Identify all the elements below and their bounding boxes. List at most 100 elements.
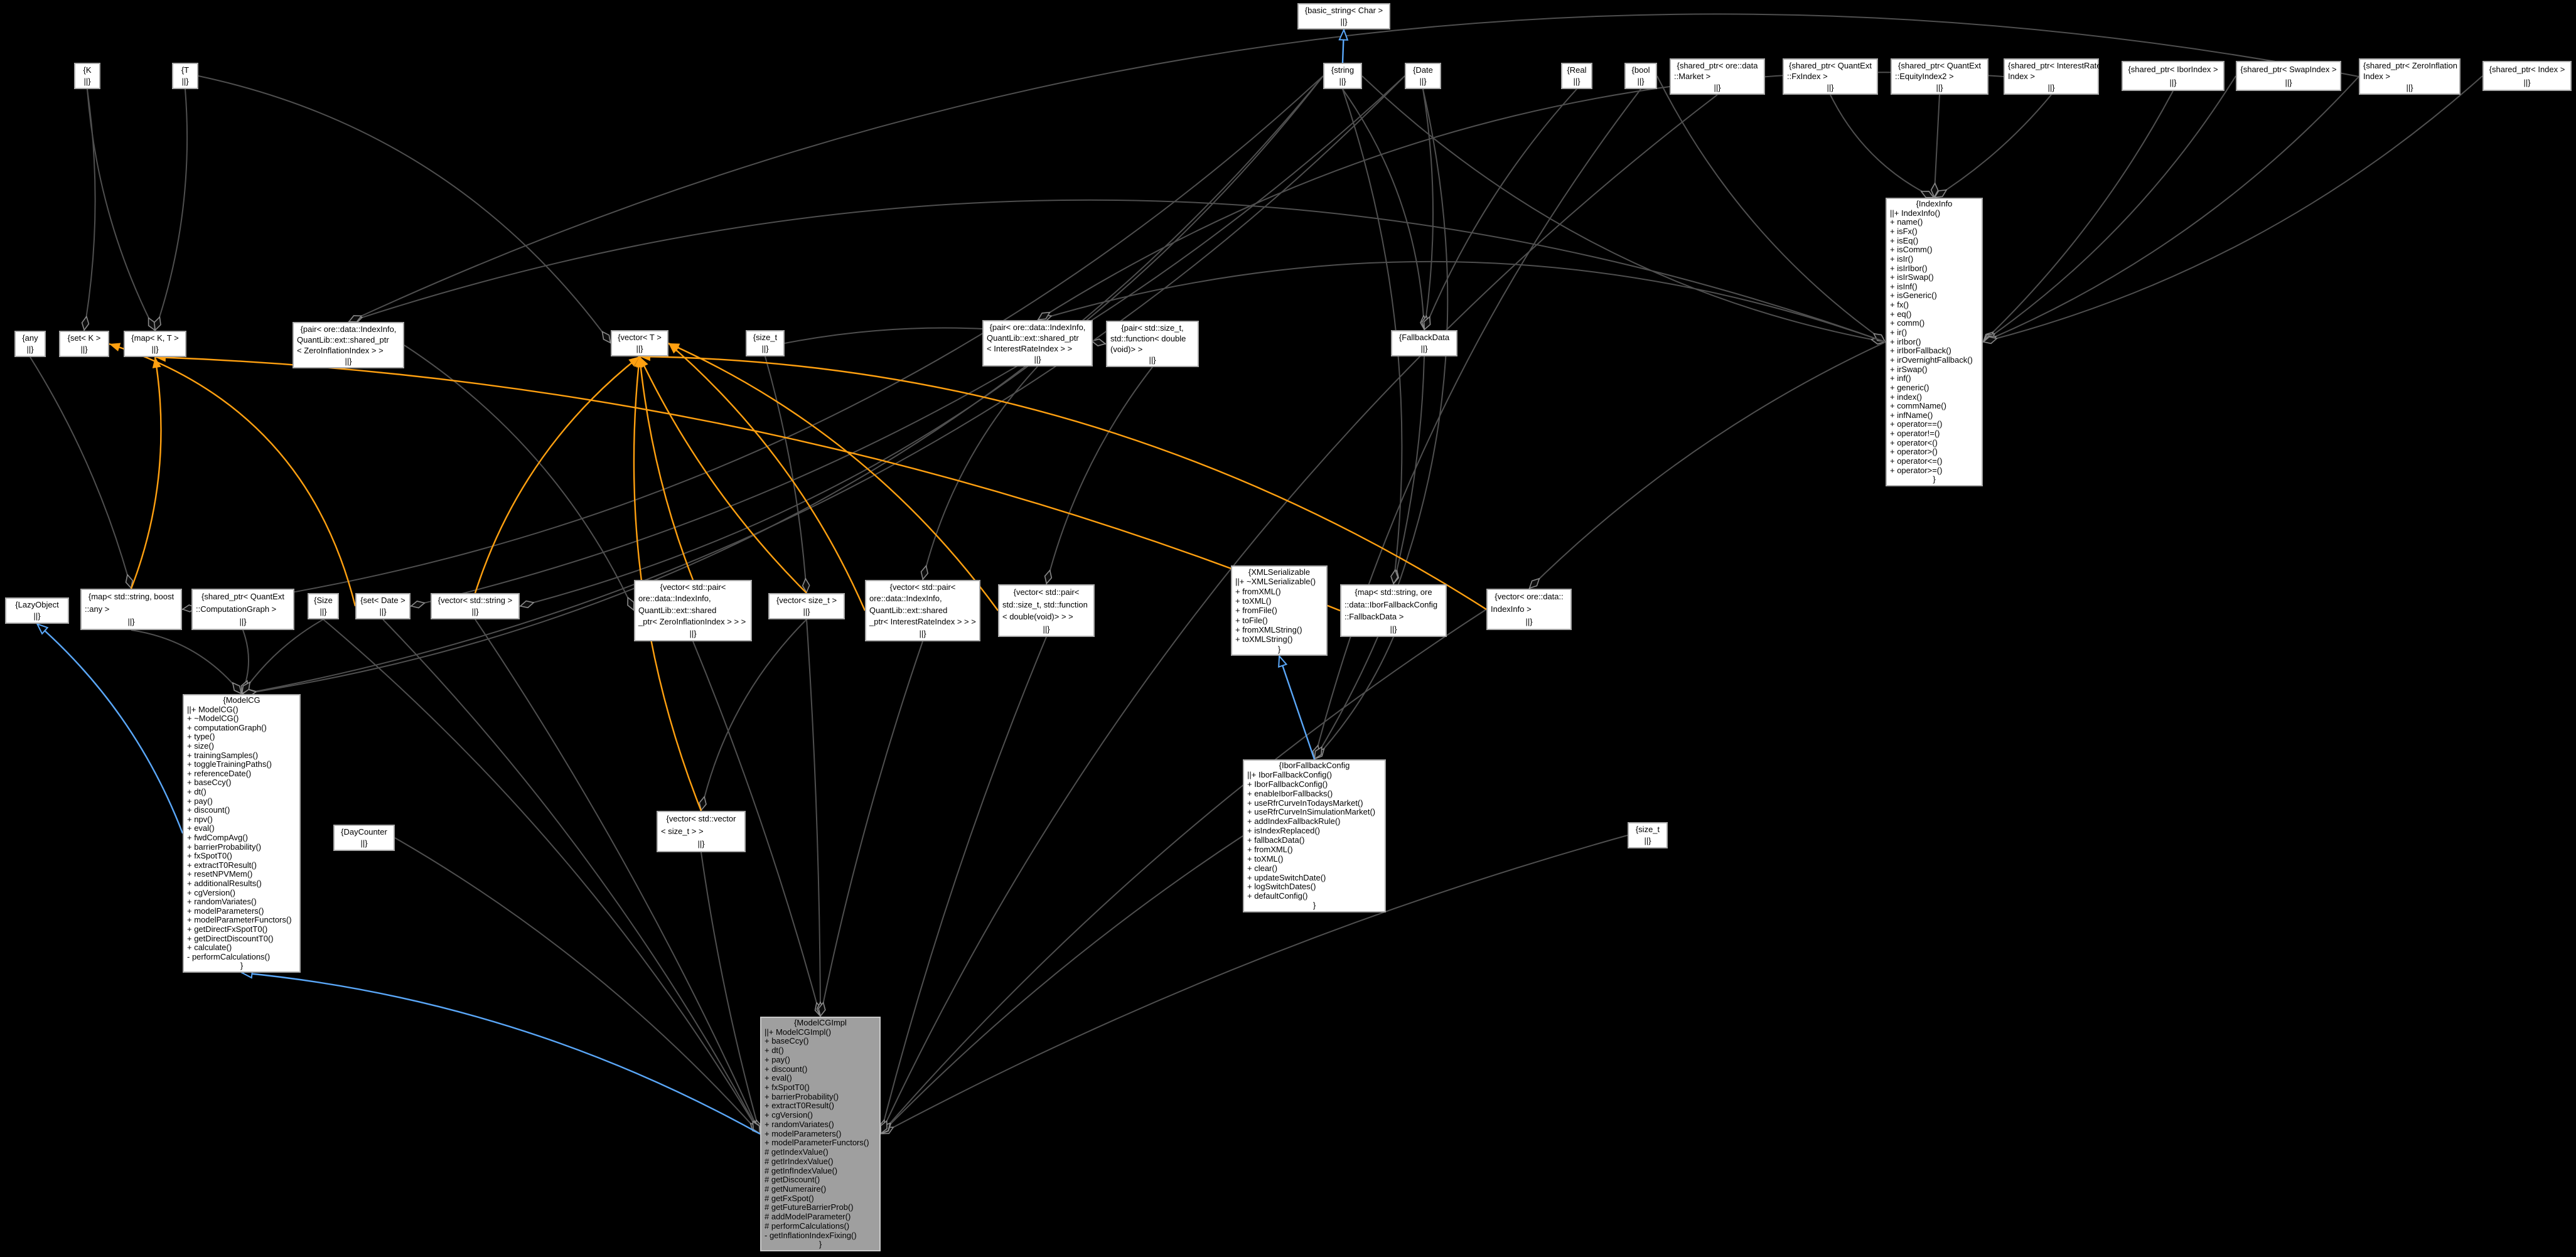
class-member: + fwdCompAvg() — [187, 833, 248, 842]
class-member: + name() — [1890, 217, 1923, 227]
class-node-size[interactable]: {Size||} — [308, 593, 339, 619]
class-member: ||} — [697, 839, 705, 848]
class-node-bool[interactable]: {bool||} — [1624, 63, 1657, 89]
class-node-xmlserializable[interactable]: {XMLSerializable||+ ~XMLSerializable()+ … — [1231, 565, 1328, 656]
class-node-vector_pair_ir[interactable]: {vector< std::pair<ore::data::IndexInfo,… — [865, 580, 980, 641]
edge-use-string-to-map_string_any — [182, 75, 1324, 609]
class-node-fallbackdata[interactable]: {FallbackData||} — [1391, 330, 1457, 356]
class-member: + npv() — [187, 814, 213, 824]
class-node-sp_swapindex[interactable]: {shared_ptr< SwapIndex >||} — [2236, 61, 2341, 91]
class-member: ||} — [1390, 624, 1397, 634]
class-title: {IndexInfo — [1916, 199, 1953, 209]
class-node-vector_size_t[interactable]: {vector< size_t >||} — [768, 593, 845, 619]
edge-use-size_t_br-to-modelcgimpl — [881, 835, 1628, 1135]
class-title: {vector< std::pair< — [660, 582, 726, 592]
class-member: + discount() — [765, 1064, 808, 1074]
class-node-k[interactable]: {K||} — [74, 63, 100, 89]
class-node-t[interactable]: {T||} — [172, 63, 198, 89]
edge-template-vector_pair_fn-to-vector_t — [668, 342, 999, 611]
class-member: + index() — [1890, 392, 1922, 402]
class-member: ||+ ~XMLSerializable() — [1235, 577, 1316, 587]
class-node-map_string_fallback[interactable]: {map< std::string, ore::data::IborFallba… — [1340, 584, 1447, 637]
class-node-sp_market[interactable]: {shared_ptr< ore::data::Market >||} — [1670, 58, 1765, 95]
class-node-sp_index[interactable]: {shared_ptr< Index >||} — [2482, 61, 2572, 91]
class-node-map_kt[interactable]: {map< K, T >||} — [124, 331, 186, 357]
class-member: + trainingSamples() — [187, 750, 259, 760]
class-member: + fromXML() — [1247, 844, 1293, 854]
class-node-modelcg[interactable]: {ModelCG||+ ModelCG()+ ~ModelCG()+ compu… — [183, 694, 301, 973]
class-node-sp_equityindex2[interactable]: {shared_ptr< QuantExt::EquityIndex2 >||} — [1891, 58, 1988, 95]
class-member: + operator<=() — [1890, 456, 1943, 466]
class-member: + clear() — [1247, 863, 1278, 873]
class-node-real[interactable]: {Real||} — [1561, 63, 1592, 89]
class-node-sp_iborindex[interactable]: {shared_ptr< IborIndex >||} — [2122, 61, 2224, 91]
class-member: ||} — [319, 607, 327, 616]
class-title: {size_t — [1635, 825, 1660, 834]
class-member: < double(void)> > > — [1002, 612, 1073, 621]
class-node-modelcgimpl[interactable]: {ModelCGImpl||+ ModelCGImpl()+ baseCcy()… — [760, 1017, 881, 1251]
edge-use-sp_iborindex-to-indexinfo — [1982, 90, 2174, 343]
edge-use-string-to-modelcg — [242, 75, 1324, 694]
class-node-iborfallbackconfig[interactable]: {IborFallbackConfig||+ IborFallbackConfi… — [1243, 759, 1386, 912]
class-node-vector_indexinfo[interactable]: {vector< ore::data::IndexInfo >||} — [1486, 589, 1572, 630]
class-node-date[interactable]: {Date ||} — [1405, 63, 1441, 89]
class-node-vector_vector_size_t[interactable]: {vector< std::vector< size_t > >||} — [657, 811, 746, 852]
class-node-vector_pair_fn[interactable]: {vector< std::pair<std::size_t, std::fun… — [998, 584, 1095, 637]
edge-use-vector_size_t-to-modelcgimpl — [806, 619, 820, 1017]
class-node-pair_zi[interactable]: {pair< ore::data::IndexInfo,QuantLib::ex… — [292, 322, 404, 368]
edge-use-vector_indexinfo-to-modelcgimpl — [880, 609, 1487, 1135]
class-node-basic_string[interactable]: {basic_string< Char >||} — [1297, 3, 1390, 29]
class-member: # getIrIndexValue() — [765, 1156, 834, 1166]
class-node-vector_t[interactable]: {vector< T >||} — [611, 330, 668, 356]
class-node-pair_fn[interactable]: {pair< std::size_t,std::function< double… — [1106, 321, 1199, 367]
class-member: + type() — [187, 732, 215, 742]
class-node-vector_string[interactable]: {vector< std::string >||} — [431, 593, 520, 619]
class-node-size_t_br[interactable]: {size_t||} — [1628, 822, 1668, 848]
class-member: + randomVariates() — [187, 897, 257, 907]
class-member: + addIndexFallbackRule() — [1247, 816, 1341, 826]
class-title: {shared_ptr< Index > — [2489, 65, 2565, 74]
class-title: {IborFallbackConfig — [1279, 761, 1350, 770]
class-member: + barrierProbability() — [765, 1091, 839, 1101]
class-node-set_date[interactable]: {set< Date >||} — [355, 593, 411, 619]
class-member: ||+ IndexInfo() — [1890, 208, 1941, 218]
class-title: {vector< std::pair< — [1013, 587, 1080, 597]
class-node-map_string_any[interactable]: {map< std::string, boost::any >||} — [80, 589, 182, 630]
class-member: + enableIborFallbacks() — [1247, 788, 1333, 798]
edge-inherit-string-to-basic_string — [1343, 29, 1344, 63]
class-node-size_t_top[interactable]: {size_t||} — [746, 330, 785, 356]
class-member: + size() — [187, 741, 214, 751]
class-node-any[interactable]: {any||} — [14, 331, 46, 357]
class-member: (void)> > — [1110, 345, 1143, 354]
class-member: + fxSpotT0() — [765, 1083, 810, 1093]
class-title: {T — [181, 65, 190, 75]
class-member: ||} — [360, 838, 368, 848]
class-member: + toXML() — [1235, 596, 1272, 606]
class-node-string[interactable]: {string||} — [1323, 63, 1362, 89]
class-member: + operator==() — [1890, 419, 1943, 429]
class-node-sp_compgraph[interactable]: {shared_ptr< QuantExt::ComputationGraph … — [191, 589, 294, 630]
class-title: {LazyObject — [15, 600, 59, 609]
class-member: # performCalculations() — [765, 1221, 850, 1231]
class-node-indexinfo[interactable]: {IndexInfo||+ IndexInfo()+ name()+ isFx(… — [1886, 198, 1983, 486]
class-node-pair_ir[interactable]: {pair< ore::data::IndexInfo,QuantLib::ex… — [982, 320, 1093, 366]
class-node-vector_pair_zi[interactable]: {vector< std::pair<ore::data::IndexInfo,… — [634, 580, 752, 641]
class-member: std::function< double — [1110, 334, 1186, 343]
class-node-lazyobject[interactable]: {LazyObject ||} — [5, 597, 69, 624]
edge-use-sp_zeroinflationindex-to-pair_zi — [348, 13, 2359, 323]
class-member: _ptr< ZeroInflationIndex > > > — [638, 617, 746, 627]
class-member: ||} — [33, 611, 41, 621]
class-node-sp_fxindex[interactable]: {shared_ptr< QuantExt::FxIndex >||} — [1783, 58, 1878, 95]
class-member: } — [240, 961, 244, 971]
class-node-daycounter[interactable]: {DayCounter||} — [333, 825, 395, 851]
class-node-set_k[interactable]: {set< K >||} — [59, 331, 109, 357]
class-title: {Date — [1413, 65, 1433, 75]
class-member: + irIborFallback() — [1890, 346, 1951, 356]
class-member: + isEq() — [1890, 235, 1919, 245]
edge-use-size_t_top-to-vector_size_t — [765, 356, 807, 593]
class-member: ||} — [1419, 77, 1427, 86]
edge-template-vector_string-to-vector_t — [474, 356, 640, 594]
